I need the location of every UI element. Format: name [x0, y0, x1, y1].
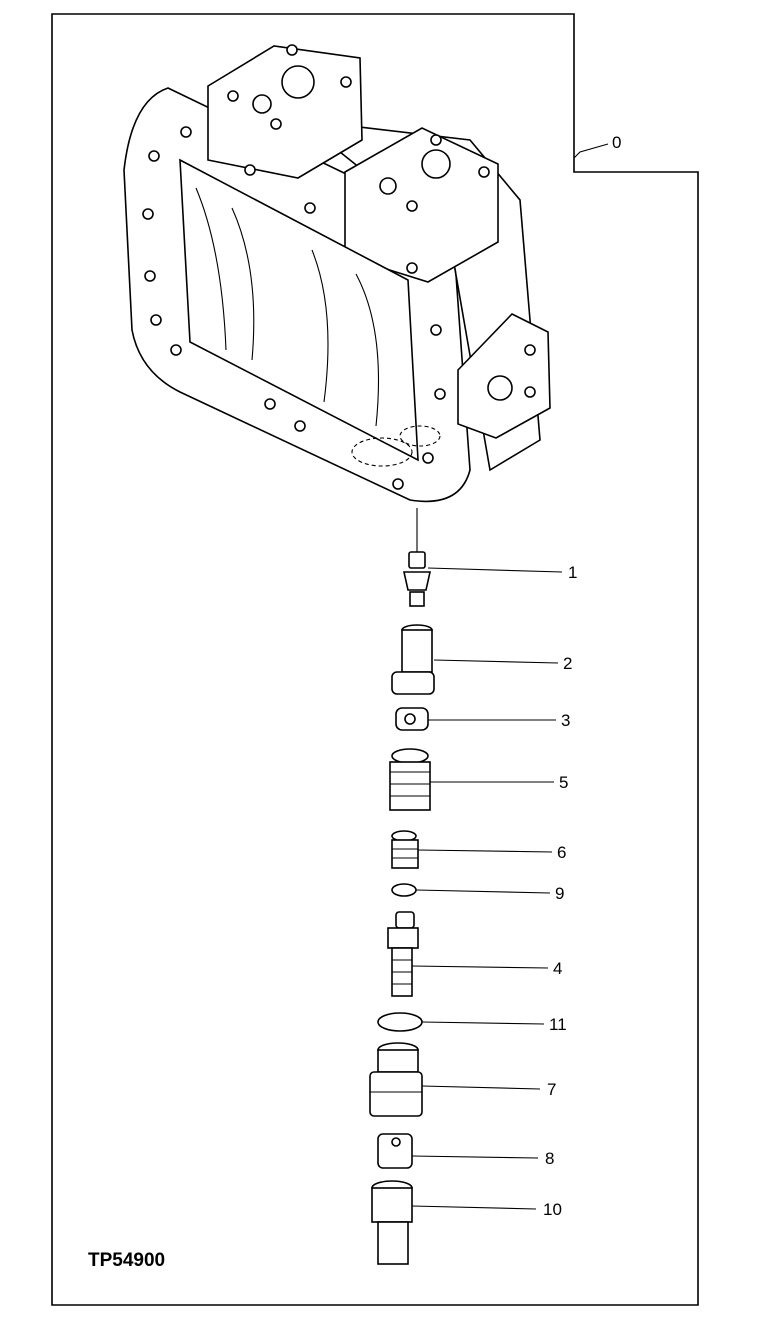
part-10-cap [371, 1180, 413, 1265]
part-5-outer-spring [389, 748, 431, 811]
part-6-inner-spring [391, 830, 419, 869]
callout-5: 5 [559, 773, 568, 792]
callout-0: 0 [612, 133, 621, 152]
callout-9: 9 [555, 884, 564, 903]
pump-housing [123, 44, 551, 503]
callout-6: 6 [557, 843, 566, 862]
figure-frame [51, 13, 699, 1306]
callout-7: 7 [547, 1080, 556, 1099]
part-11-o-ring [377, 1012, 423, 1032]
part-9-small-ring [391, 883, 417, 897]
part-2-sleeve [391, 624, 435, 695]
callout-4: 4 [553, 959, 562, 978]
part-1-poppet [403, 551, 431, 607]
callout-2: 2 [563, 654, 572, 673]
callout-3: 3 [561, 711, 570, 730]
leader-lines [411, 143, 609, 1210]
part-4-spool [387, 911, 419, 997]
callout-8: 8 [545, 1149, 554, 1168]
part-7-plug [369, 1042, 423, 1117]
callout-11: 11 [549, 1015, 567, 1034]
figure-id-label: TP54900 [88, 1250, 165, 1271]
callout-1: 1 [568, 563, 577, 582]
part-3-washer [395, 707, 429, 731]
part-8-nut [377, 1133, 413, 1169]
callout-10: 10 [543, 1200, 562, 1219]
